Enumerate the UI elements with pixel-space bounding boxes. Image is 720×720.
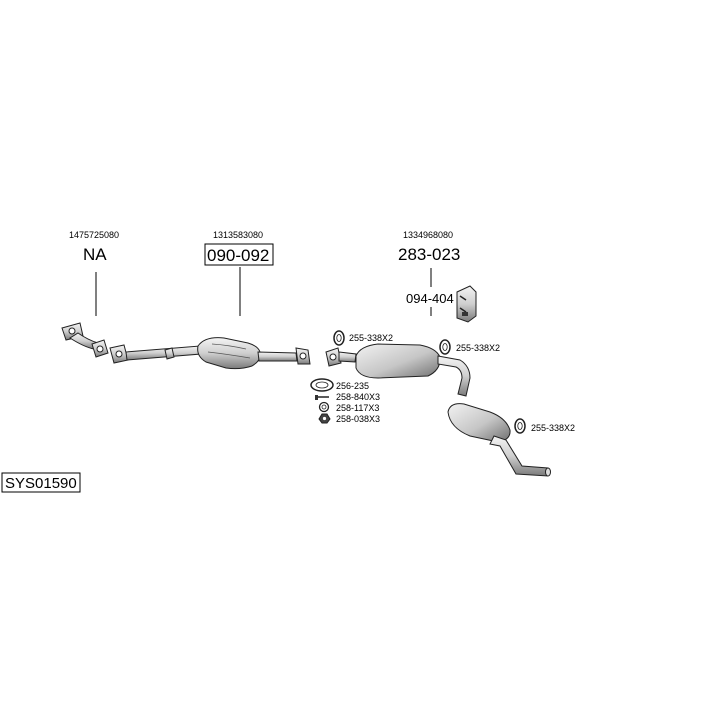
fitting-label: 255-338X2 — [531, 423, 575, 433]
fitting-rubber-mount-1[interactable]: 255-338X2 — [333, 330, 393, 346]
fitting-label: 255-338X2 — [349, 333, 393, 343]
part-number-label[interactable]: 283-023 — [398, 245, 460, 264]
label-box — [204, 243, 274, 266]
part-group-catalytic-converter[interactable]: 1313583080 090-092 — [109, 230, 311, 370]
oem-number: 1334968080 — [403, 230, 453, 240]
fitting-spring[interactable]: 258-117X3 — [318, 401, 380, 414]
part-group-front-pipe[interactable]: 1475725080 NA — [61, 230, 119, 358]
fitting-label: 258-117X3 — [336, 403, 379, 413]
mounting-bracket-icon[interactable] — [456, 285, 477, 323]
sub-part-label[interactable]: 094-404 — [406, 291, 454, 306]
fitting-label: 258-840X3 — [336, 392, 380, 402]
fitting-rubber-mount-3[interactable]: 255-338X2 — [514, 418, 575, 434]
fitting-gasket[interactable]: 256-235 — [310, 378, 369, 392]
oem-number: 1475725080 — [69, 230, 119, 240]
part-number-label[interactable]: 090-092 — [207, 246, 269, 265]
system-code-box — [1, 472, 81, 493]
fitting-bolt[interactable]: 258-840X3 — [315, 392, 380, 402]
part-number-label[interactable]: NA — [83, 245, 107, 264]
catalytic-converter-part[interactable] — [109, 337, 311, 370]
fitting-label: 258-038X3 — [336, 414, 380, 424]
system-code-label: SYS01590 — [5, 475, 77, 492]
oem-number: 1313583080 — [213, 230, 263, 240]
fitting-label: 256-235 — [336, 381, 369, 391]
system-code: SYS01590 — [1, 472, 81, 493]
front-pipe-part[interactable] — [61, 322, 109, 358]
part-group-silencer[interactable]: 1334968080 283-023 094-404 — [325, 230, 551, 477]
fitting-nut[interactable]: 258-038X3 — [318, 413, 380, 424]
silencer-part[interactable] — [325, 343, 551, 477]
fitting-rubber-mount-2[interactable]: 255-338X2 — [439, 339, 500, 355]
fitting-label: 255-338X2 — [456, 343, 500, 353]
